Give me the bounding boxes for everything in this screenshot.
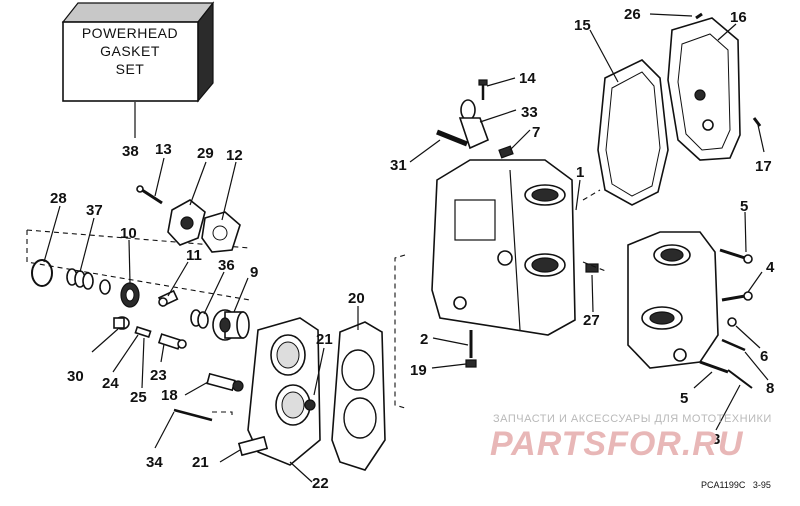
dowel-pin-part: [436, 129, 468, 147]
bolt-5-lower-part: [699, 360, 729, 374]
callout-27: 27: [583, 312, 600, 329]
bolt-5-upper-part: [719, 248, 753, 264]
callout-3: 3: [712, 431, 720, 448]
watermark-logo: PARTSFOR.RU: [490, 425, 744, 463]
callout-8: 8: [766, 380, 774, 397]
callout-21-upper: 21: [316, 331, 333, 348]
callout-25: 25: [130, 389, 147, 406]
callout-33: 33: [521, 104, 538, 121]
callout-19: 19: [410, 362, 427, 379]
callout-18: 18: [161, 387, 178, 404]
lifting-eye-part: [458, 99, 490, 150]
callout-1: 1: [576, 164, 584, 181]
callout-29: 29: [197, 145, 214, 162]
callout-5-upper: 5: [740, 198, 748, 215]
callout-15: 15: [574, 17, 591, 34]
pin-3-part: [727, 369, 753, 389]
bearing-part: [120, 282, 140, 308]
leader-lines: [43, 13, 769, 483]
screw-8-part: [721, 338, 746, 352]
gasket-set-line1: POWERHEAD: [82, 25, 178, 41]
callout-34: 34: [146, 454, 163, 471]
callout-36: 36: [218, 257, 235, 274]
fitting-7-part: [498, 145, 514, 159]
figure-reference: PCA1199C 3-95: [701, 480, 771, 490]
watermark: ЗАПЧАСТИ И АКСЕССУАРЫ ДЛЯ МОТОТЕХНИКИ PA…: [490, 413, 772, 463]
callout-24: 24: [102, 375, 119, 392]
callout-11: 11: [186, 247, 202, 264]
bolt-13-part: [136, 185, 163, 205]
callout-6: 6: [760, 348, 768, 365]
seal-stack-part: [66, 268, 111, 295]
fitting-27-part: [585, 263, 599, 273]
o-ring-part: [31, 259, 53, 287]
plug-30-part: [113, 316, 130, 330]
callout-20: 20: [348, 290, 365, 307]
callout-17: 17: [755, 158, 772, 175]
washer-6-part: [727, 317, 737, 327]
fitting-18-part: [206, 372, 244, 392]
screw-34-part: [173, 408, 213, 422]
callout-10: 10: [120, 225, 137, 242]
callout-37: 37: [86, 202, 103, 219]
bleed-housing-part: [167, 199, 206, 246]
bolt-4-part: [721, 291, 753, 302]
callout-28: 28: [50, 190, 67, 207]
gasket-set-line3: SET: [116, 61, 145, 77]
callout-4: 4: [766, 259, 775, 276]
fitting-part: [157, 289, 179, 307]
callout-5-lower: 5: [680, 390, 688, 407]
cylinder-block-part: [431, 159, 576, 336]
callout-9: 9: [250, 264, 258, 281]
callout-labels: 38 13 29 12 28 37 10 11 36 9 30 24 25 23…: [50, 6, 775, 492]
callout-12: 12: [226, 147, 243, 164]
callout-13: 13: [155, 141, 172, 158]
exhaust-gasket-part: [331, 321, 386, 471]
callout-22: 22: [312, 475, 329, 492]
callout-26: 26: [624, 6, 641, 23]
callout-7: 7: [532, 124, 540, 141]
needle-bearing-part: [190, 309, 209, 329]
fitting-23-part: [157, 333, 187, 350]
watermark-caption: ЗАПЧАСТИ И АКСЕССУАРЫ ДЛЯ МОТОТЕХНИКИ: [493, 413, 772, 425]
bolt-14-part: [478, 79, 488, 100]
callout-14: 14: [519, 70, 536, 87]
callout-21-lower: 21: [192, 454, 209, 471]
gasket-set-box: POWERHEAD GASKET SET: [61, 1, 215, 103]
callout-30: 30: [67, 368, 84, 385]
exhaust-cover-part: [237, 317, 321, 466]
crankcase-cover-part: [667, 17, 741, 161]
callout-23: 23: [150, 367, 167, 384]
stud-part: [465, 330, 477, 368]
crankcase-half-part: [627, 231, 719, 369]
callout-2: 2: [420, 331, 428, 348]
crankcase-gasket-part: [597, 59, 669, 206]
check-valve-24-part: [134, 325, 152, 339]
retainer-part: [212, 309, 250, 341]
housing-gasket-part: [201, 211, 241, 253]
gasket-set-line2: GASKET: [100, 43, 160, 59]
callout-16: 16: [730, 9, 747, 26]
callout-31: 31: [390, 157, 407, 174]
callout-38: 38: [122, 143, 139, 160]
